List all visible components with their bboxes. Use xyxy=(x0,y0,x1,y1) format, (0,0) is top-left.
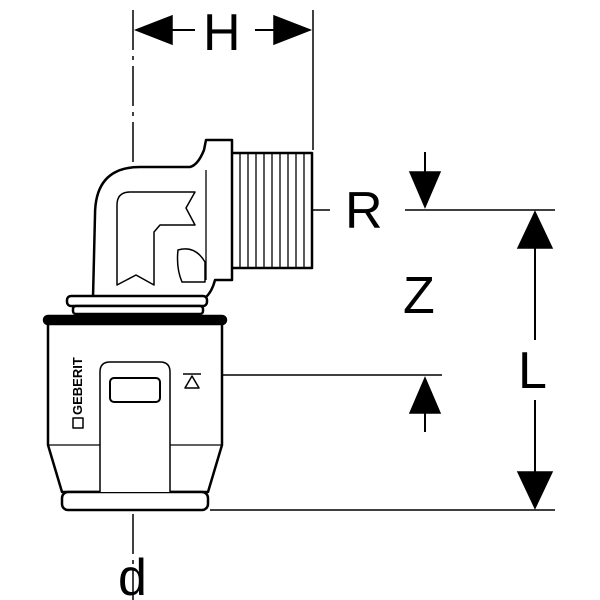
dimension-label-d: d xyxy=(118,549,147,600)
dimension-label-z: Z xyxy=(403,267,435,325)
l-arrow-bottom xyxy=(516,471,554,510)
geberit-logo: GEBERIT xyxy=(70,357,85,415)
dimension-label-r: R xyxy=(345,182,383,240)
insertion-mark-icon xyxy=(183,373,201,389)
dimension-label-l: L xyxy=(518,342,547,400)
socket-ring xyxy=(60,490,210,512)
male-thread xyxy=(228,151,314,270)
collar xyxy=(65,294,209,308)
l-arrow-top xyxy=(516,210,554,249)
dimension-label-h: H xyxy=(203,4,241,62)
flow-arrow xyxy=(116,191,196,286)
